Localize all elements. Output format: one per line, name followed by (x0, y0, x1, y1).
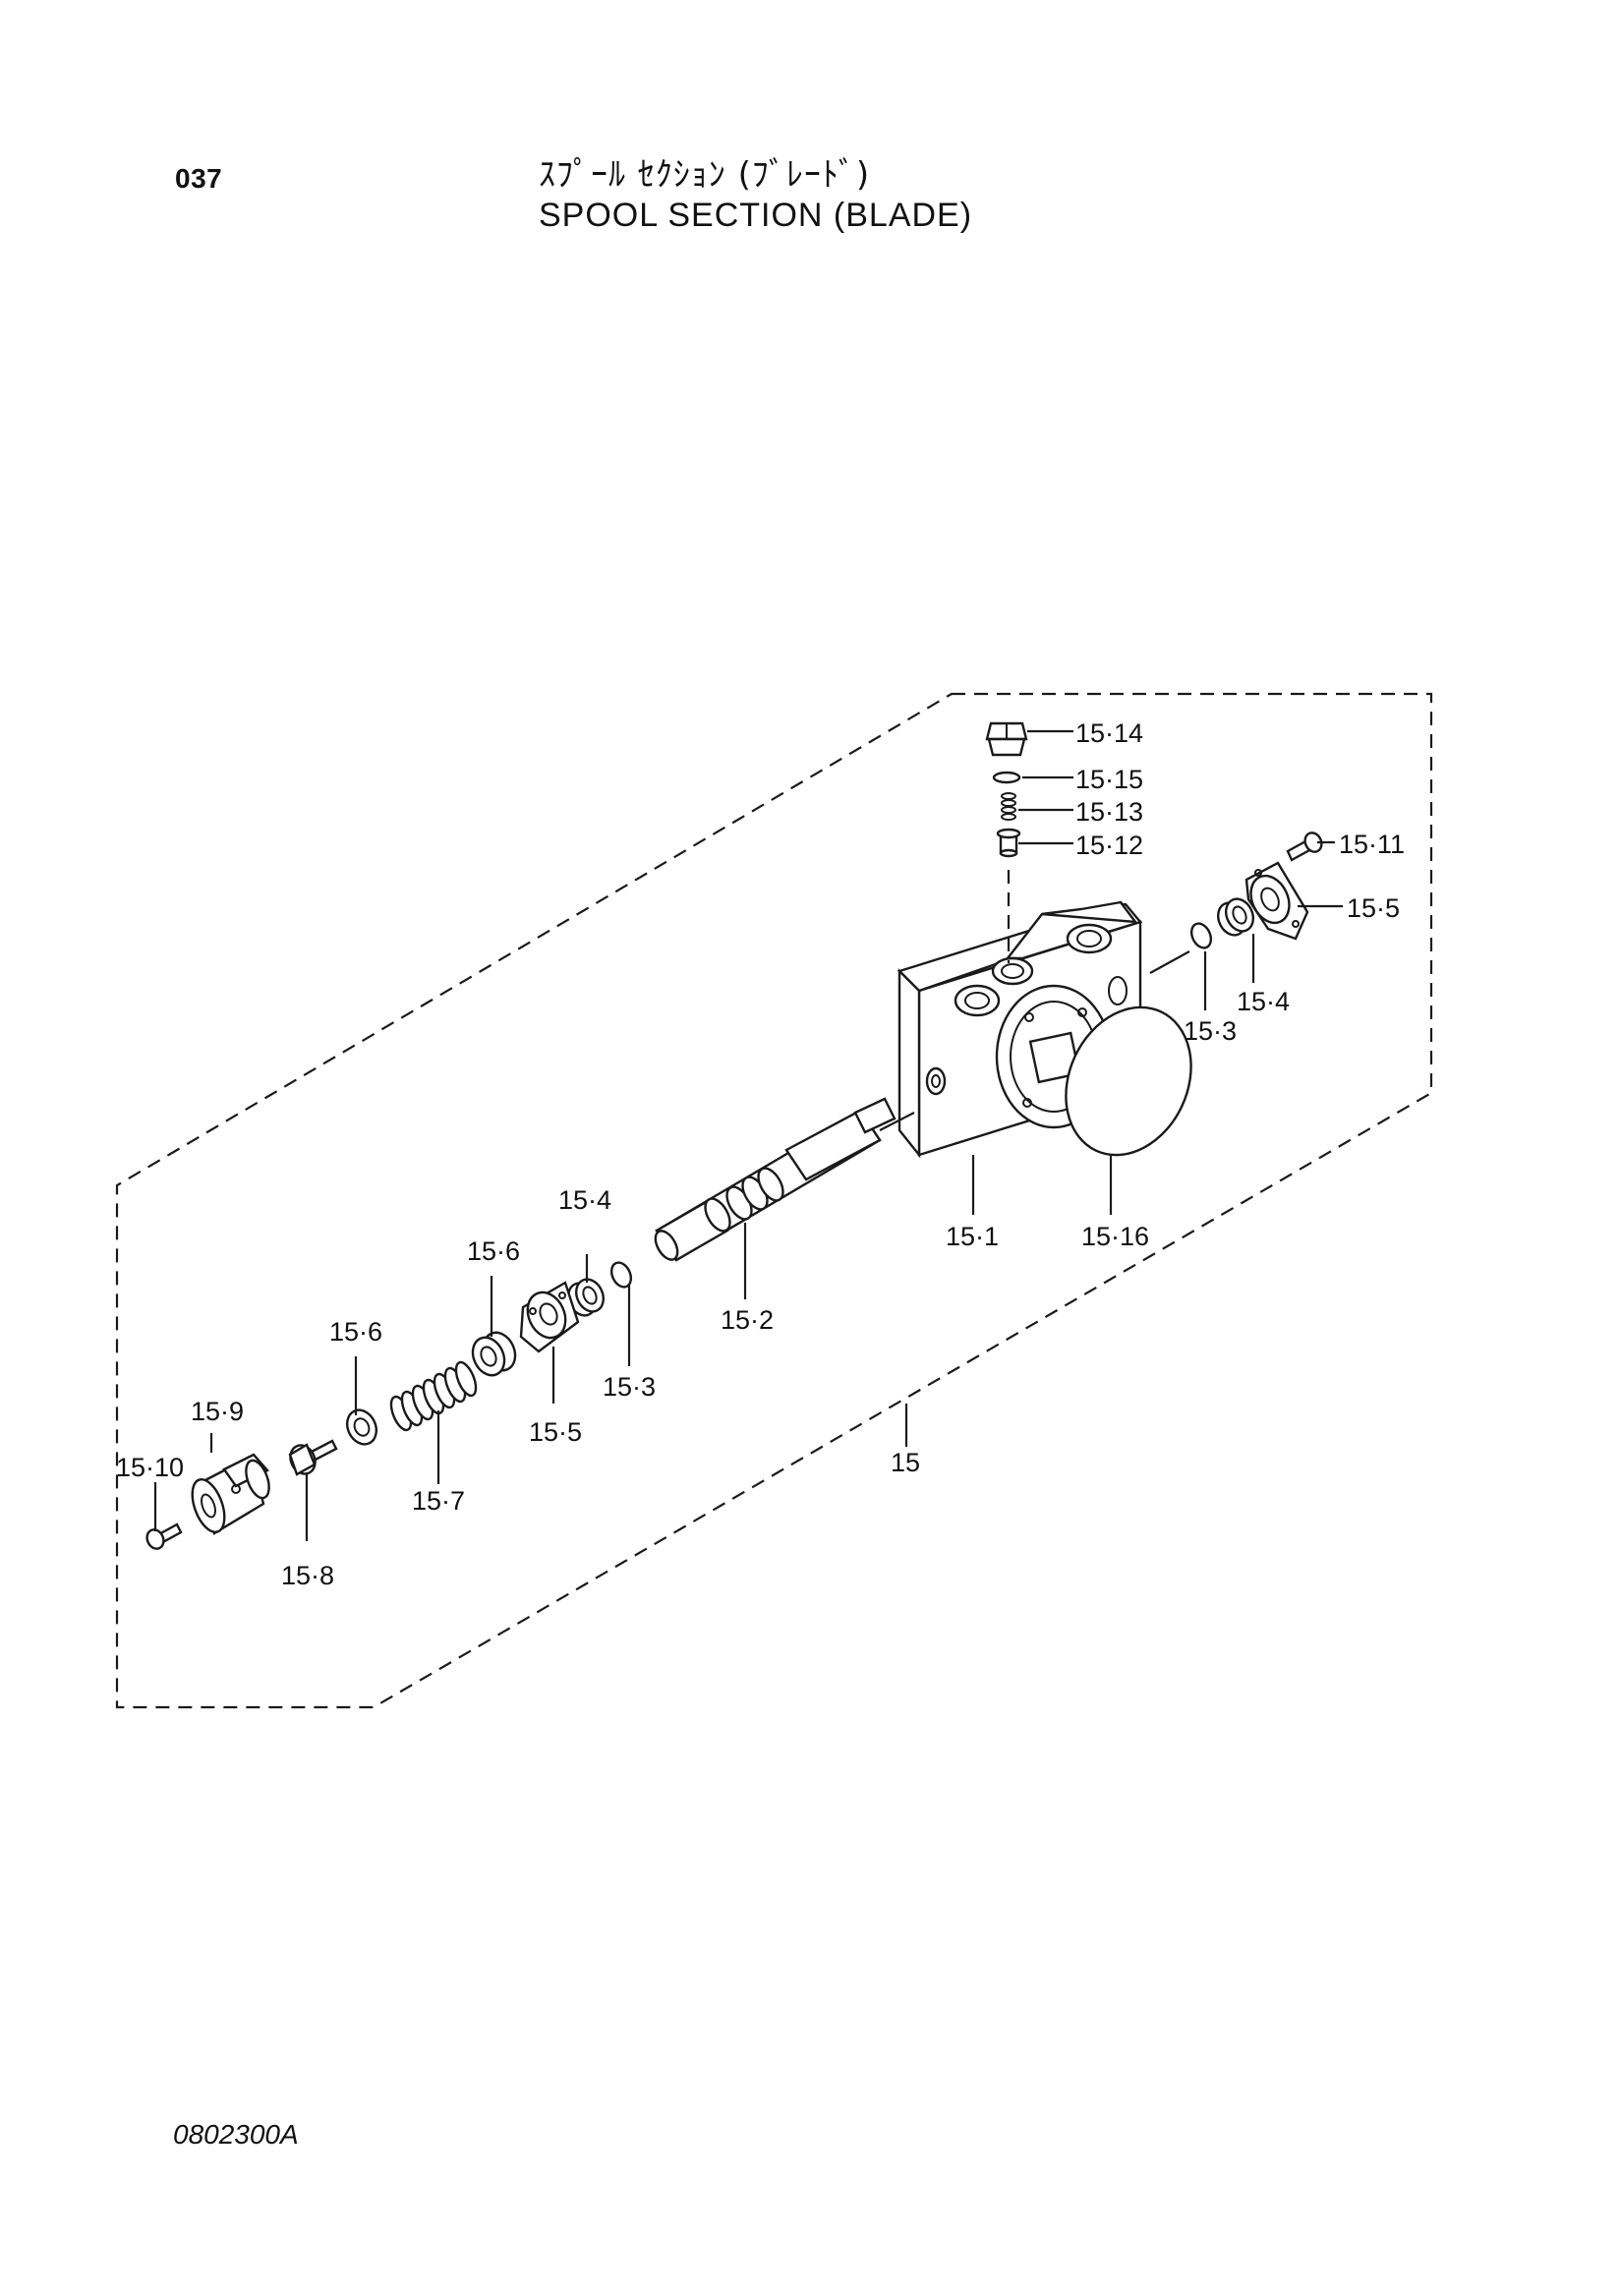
check-spring (1001, 792, 1016, 821)
drawing-code: 0802300A (173, 2119, 299, 2150)
callout-plug-o-ring: 15·15 (1075, 765, 1143, 794)
o-ring-right (1189, 922, 1213, 949)
callout-spool: 15·2 (721, 1305, 774, 1335)
callout-housing-o-ring: 15·16 (1081, 1222, 1149, 1251)
callout-seal-left: 15·4 (558, 1185, 611, 1215)
callout-plate-right: 15·5 (1347, 893, 1400, 923)
stopper-bolt (288, 1439, 338, 1476)
callout-plate-bolt: 15·11 (1339, 830, 1405, 859)
callout-seal-right: 15·4 (1237, 987, 1290, 1016)
assembly-boundary (115, 692, 1433, 1709)
callout-stopper-bolt: 15·8 (281, 1561, 334, 1590)
callout-assembly: 15 (891, 1448, 920, 1477)
plate-bolt (1286, 832, 1323, 862)
plate-left (519, 1281, 580, 1353)
return-spring (389, 1360, 478, 1432)
spacer-upper (471, 1331, 517, 1377)
seal-left (567, 1278, 605, 1317)
callout-housing: 15·1 (946, 1222, 999, 1251)
page-number: 037 (175, 163, 223, 194)
title-japanese: ｽﾌﾟｰﾙ ｾｸｼｮﾝ (ﾌﾞﾚｰﾄﾞ) (539, 155, 871, 195)
callout-plug: 15·14 (1075, 718, 1143, 748)
callout-o-ring-left: 15·3 (603, 1372, 656, 1402)
plug-o-ring (992, 771, 1021, 784)
callout-cap-bolt: 15·10 (116, 1453, 184, 1482)
callout-spacer-lower: 15·6 (329, 1317, 382, 1347)
o-ring-left (609, 1261, 633, 1289)
seal-right (1217, 897, 1254, 937)
spool-cap (191, 1453, 270, 1535)
cap-bolt (145, 1522, 183, 1550)
title-english: SPOOL SECTION (BLADE) (539, 197, 973, 234)
callout-check-spring: 15·13 (1075, 797, 1143, 827)
callout-cap: 15·9 (191, 1397, 244, 1426)
plate-right (1244, 861, 1309, 941)
housing-o-ring (1065, 1005, 1192, 1157)
poppet (996, 828, 1021, 858)
right-axis-line (1149, 950, 1190, 974)
leader-lines (153, 729, 1343, 1541)
callout-o-ring-right: 15·3 (1184, 1016, 1237, 1046)
callout-spring: 15·7 (412, 1486, 465, 1516)
callout-spacer-upper: 15·6 (467, 1236, 520, 1266)
callout-plate-left: 15·5 (529, 1417, 582, 1447)
spool (654, 1097, 915, 1262)
spacer-lower (346, 1408, 377, 1446)
plug (985, 721, 1028, 757)
callout-poppet: 15·12 (1075, 831, 1143, 860)
